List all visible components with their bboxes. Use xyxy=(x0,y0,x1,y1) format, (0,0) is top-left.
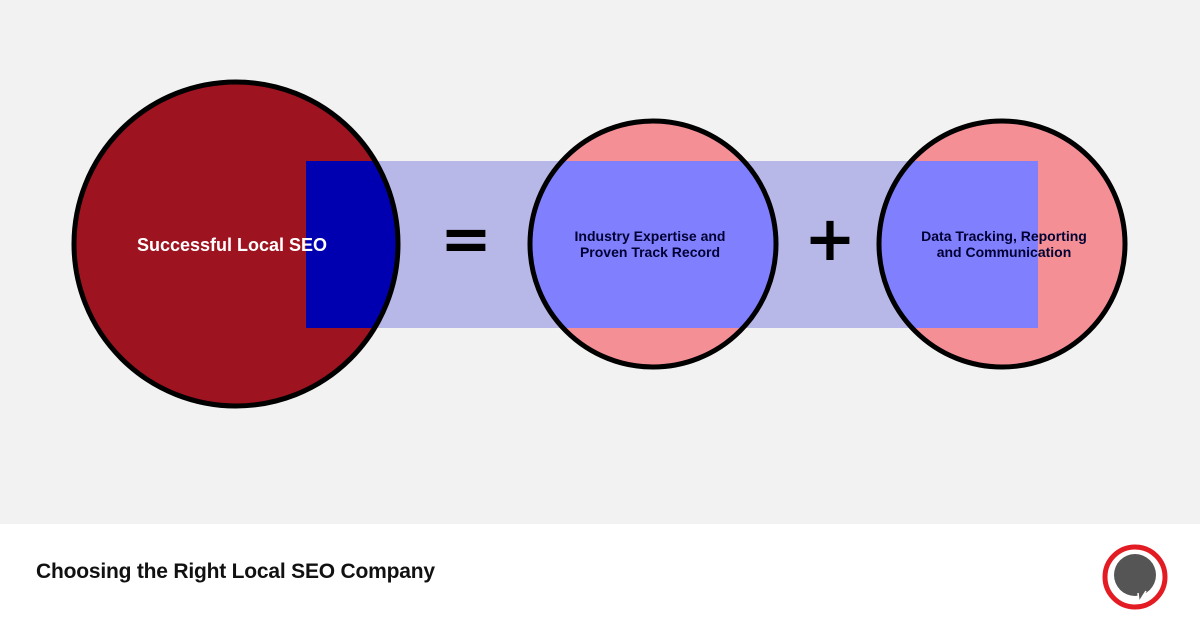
node-label-industry-expertise: Industry Expertise and Proven Track Reco… xyxy=(574,228,726,260)
node-label-data-tracking: Data Tracking, Reporting and Communicati… xyxy=(921,228,1087,260)
node-outline-successful-local-seo xyxy=(71,79,401,409)
plus-sign: + xyxy=(804,202,856,275)
footer-title: Choosing the Right Local SEO Company xyxy=(36,560,435,583)
band-overlap-successful-local-seo xyxy=(306,161,398,328)
band-overlap-industry-expertise xyxy=(530,161,776,328)
band-overlap-data-tracking xyxy=(879,161,1038,328)
equation-diagram xyxy=(71,79,1128,409)
node-outline-industry-expertise xyxy=(527,118,779,370)
equals-sign: = xyxy=(440,202,492,275)
speech-bubble-icon[interactable] xyxy=(1102,544,1168,610)
node-label-successful-local-seo: Successful Local SEO xyxy=(136,235,328,255)
footer: Choosing the Right Local SEO Company xyxy=(0,524,1200,630)
node-outline-data-tracking xyxy=(876,118,1128,370)
diagram-area: Successful Local SEO Industry Expertise … xyxy=(0,0,1200,524)
